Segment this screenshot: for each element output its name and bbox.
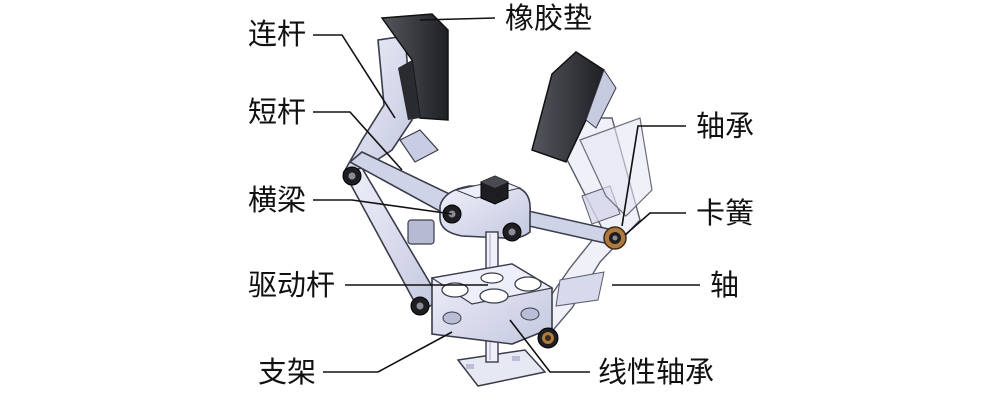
label-rubber-pad: 橡胶垫	[505, 1, 593, 35]
leader-lines	[313, 17, 700, 373]
right-rubber-pad	[531, 51, 617, 163]
bearing-circlip	[603, 226, 627, 250]
label-circlip: 卡簧	[696, 196, 755, 230]
top-nut	[480, 175, 509, 205]
label-bracket: 支架	[258, 355, 317, 389]
left-rubber-pad	[380, 13, 449, 121]
label-drive-rod: 驱动杆	[248, 268, 336, 302]
right-link-rod	[533, 117, 653, 338]
base-plate	[456, 349, 547, 387]
bracket	[430, 263, 554, 345]
label-linear-bearing: 线性轴承	[598, 355, 715, 389]
label-bearing: 轴承	[696, 109, 755, 143]
label-crossbeam: 横梁	[248, 183, 307, 217]
pin-joints	[342, 166, 559, 349]
label-short-rod: 短杆	[248, 95, 307, 129]
label-shaft: 轴	[710, 268, 740, 302]
label-link-rod: 连杆	[248, 17, 307, 51]
